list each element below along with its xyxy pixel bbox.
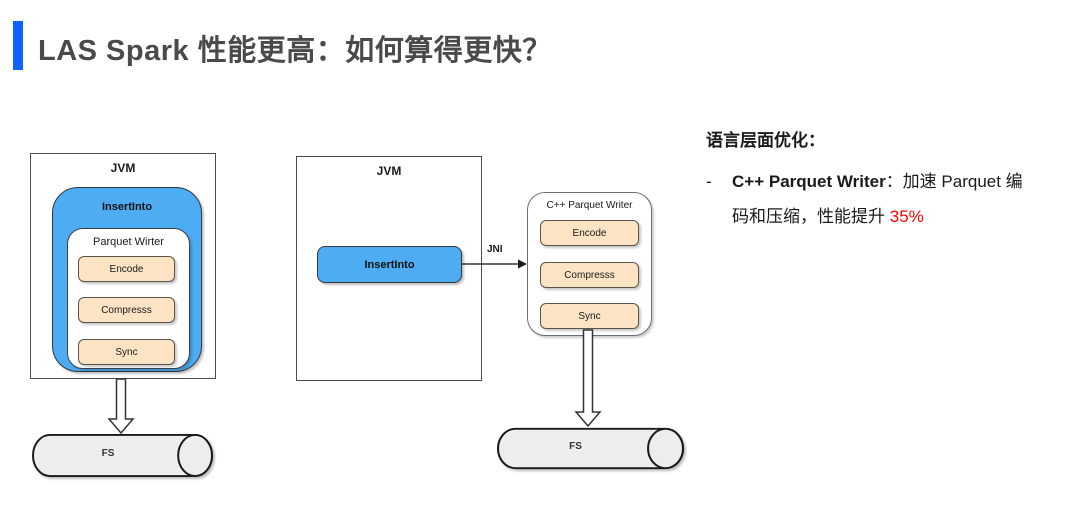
insertinto-label-left: InsertInto: [101, 201, 153, 213]
bullet-rest-segment: ：加速 Parquet 编: [885, 172, 1023, 191]
bullet-highlight: 35%: [889, 207, 924, 226]
title-accent-bar: [13, 21, 23, 70]
fs-cylinder-right: [496, 427, 685, 470]
fs-label-right: FS: [569, 441, 582, 452]
step-encode-right: Encode: [540, 220, 639, 246]
step-sync-left: Sync: [78, 339, 175, 365]
jvm-label-left: JVM: [110, 161, 136, 175]
step-sync-right: Sync: [540, 303, 639, 329]
notes-heading: 语言层面优化：: [706, 131, 825, 150]
step-encode-left: Encode: [78, 256, 175, 282]
cpp-parquet-writer-label: C++ Parquet Writer: [546, 200, 633, 211]
fs-label-left: FS: [101, 448, 115, 459]
down-arrow-left: [107, 378, 135, 435]
down-arrow-right: [574, 329, 602, 428]
page-title: LAS Spark 性能更高：如何算得更快？: [38, 35, 552, 67]
insertinto-label-right: InsertInto: [364, 259, 415, 271]
jni-arrow: [462, 259, 527, 269]
bullet-text: C++ Parquet Writer：加速 Parquet 编 码和压缩，性能提…: [732, 164, 1023, 234]
bullet-bold-segment: C++ Parquet Writer: [732, 172, 886, 191]
fs-cylinder-left: [32, 433, 213, 478]
notes-bullet: - C++ Parquet Writer：加速 Parquet 编 码和压缩，性…: [706, 164, 1078, 234]
jni-label: JNI: [487, 244, 503, 255]
insertinto-block-right: InsertInto: [317, 246, 462, 283]
parquet-writer-label-left: Parquet Wirter: [93, 236, 164, 248]
step-compress-left: Compresss: [78, 297, 175, 323]
bullet-dash: -: [706, 172, 712, 191]
notes-panel: 语言层面优化： - C++ Parquet Writer：加速 Parquet …: [706, 126, 1078, 234]
jvm-label-right: JVM: [376, 164, 402, 178]
bullet-line2-segment: 码和压缩，性能提升: [732, 207, 890, 226]
step-compress-right: Compresss: [540, 262, 639, 288]
